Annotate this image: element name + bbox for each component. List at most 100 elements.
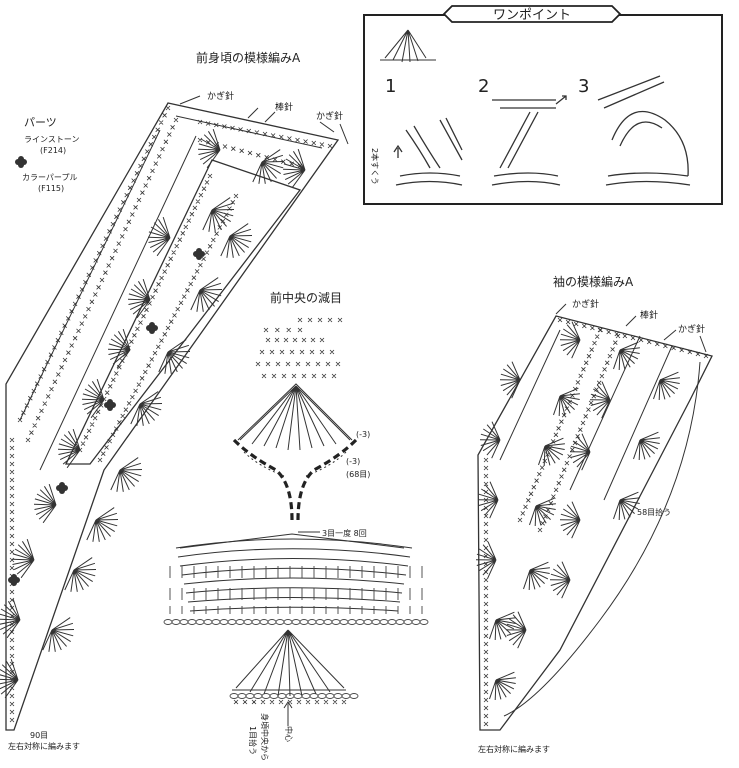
label-minus3-upper: (-3) (356, 430, 370, 439)
front-bottom-count: 90目 (30, 731, 48, 740)
single-crochet-row (197, 119, 333, 149)
step-3-number: 3 (578, 76, 589, 97)
fan-stitch-shell (549, 561, 571, 599)
single-crochet-row (517, 327, 603, 523)
stitch-post-columns (169, 566, 423, 614)
sleeve-pickup-note: 58目拾う (637, 507, 671, 517)
fan-stitch-shell (523, 561, 550, 591)
sleeve-hook-right-label: かぎ針 (678, 323, 705, 335)
parts-title: パーツ (24, 116, 57, 129)
single-crochet-row (261, 373, 337, 379)
decrease-top-lines (179, 533, 405, 549)
fan-stitch-shell (633, 431, 660, 461)
step-1-illustration (393, 117, 463, 186)
single-crochet-row (265, 337, 325, 343)
fan-stitch-shell (489, 671, 516, 701)
single-crochet-row (537, 333, 621, 533)
fan-stitch-shell (559, 501, 581, 539)
fan-stitch-shell (86, 507, 119, 542)
fan-stitch-shell (477, 481, 499, 519)
front-outer-outline (5, 102, 340, 731)
fan-stitch-shell (252, 149, 285, 184)
single-crochet-row (259, 349, 335, 355)
part-2-name: カラーパープル (22, 173, 77, 182)
sleeve-outline (477, 315, 713, 731)
decrease-row-line (181, 567, 407, 576)
fan-stitch-shell (57, 428, 81, 469)
fan-stitch-shell (81, 378, 105, 419)
center-x-rows (255, 317, 343, 379)
fan-stitch-shell (107, 328, 131, 369)
chain-row-bottom (229, 693, 359, 699)
fan-stitch-shell (110, 457, 143, 492)
step-1-number: 1 (385, 76, 396, 97)
single-crochet-row (255, 361, 341, 367)
center-bottom-fan (232, 629, 346, 697)
single-crochet-row (233, 699, 347, 705)
decrease-row-line (175, 538, 413, 549)
center-lower-rows (163, 533, 429, 705)
front-stitch-rows (9, 105, 333, 723)
front-fan-group (0, 128, 306, 699)
front-hook-right-label: かぎ針 (316, 110, 343, 122)
front-body-title: 前身頃の模様編みA (196, 50, 301, 65)
parts-legend: パーツ ラインストーン (F214) カラーパープル (F115) (15, 116, 79, 193)
fan-stitch-shell (569, 433, 591, 471)
fan-stitch-shell (130, 391, 163, 426)
fan-stitch-shell (499, 361, 521, 399)
sleeve-fan-group (475, 321, 680, 701)
single-crochet-row (483, 457, 489, 727)
fan-stitch-shell (42, 617, 75, 652)
decrease-guide-left (232, 438, 294, 521)
fan-stitch-shell (220, 223, 253, 258)
center-decrease-title: 前中央の減目 (270, 290, 342, 305)
fan-stitch-shell (553, 387, 580, 417)
sleeve-hook-left-label: かぎ針 (572, 298, 599, 310)
fan-stitch-shell (489, 611, 516, 641)
part-1-name: ラインストーン (24, 135, 79, 144)
fan-stitch-shell (559, 321, 581, 359)
label-68: (68目) (346, 470, 370, 479)
fan-stitch-shell (33, 483, 57, 524)
center-arrow (283, 701, 293, 726)
fan-stitch-shell (197, 128, 221, 169)
fan-stitch-shell (202, 197, 235, 232)
decrease-inner-guides (243, 451, 347, 477)
front-body-chart: 前身頃の模様編みA かぎ針 棒針 かぎ針 90目 左右対称に編みます (0, 50, 349, 751)
front-hook-left-label: かぎ針 (207, 90, 234, 102)
center-note-2: 1目拾う (248, 726, 258, 755)
chain-row (163, 619, 429, 625)
mini-fan-symbol (380, 29, 436, 63)
rhinestone-motif (8, 574, 20, 586)
label-minus3-lower: (-3) (346, 457, 360, 466)
fan-stitch-shell (529, 497, 556, 527)
part-2-code: (F115) (38, 184, 64, 193)
fan-stitch-shell (127, 278, 151, 319)
single-crochet-row (297, 317, 343, 323)
rhinestone-motifs (8, 248, 205, 586)
decrease-row-line (177, 548, 411, 558)
single-crochet-row (9, 437, 15, 723)
rhinestone-motif (193, 248, 205, 260)
front-knit-label: 棒針 (275, 101, 293, 113)
fan-stitch-shell (158, 339, 191, 374)
center-decrease-chart: 前中央の減目 (-3) (-3) (68目) 3目一度 8回 身頃中央から 1目… (163, 290, 429, 761)
decrease-row-line (185, 587, 403, 594)
fan-stitch-shell (0, 598, 21, 639)
step-2-number: 2 (478, 76, 489, 97)
fan-stitch-shell (479, 421, 501, 459)
front-callout-leaders (179, 95, 349, 145)
one-point-banner (442, 5, 622, 23)
one-point-panel: ワンポイント 1 2 3 2本すくう (363, 5, 723, 205)
front-bottom-note: 左右対称に編みます (8, 741, 80, 751)
sleeve-band-lines (499, 329, 673, 501)
fan-stitch-shell (282, 148, 306, 189)
step-2-illustration (491, 95, 567, 186)
sleeve-title: 袖の模様編みA (553, 274, 634, 289)
fan-stitch-shell (64, 557, 97, 592)
single-crochet-row (25, 117, 179, 443)
decrease-row-line (187, 597, 401, 603)
center-fan-diamond (237, 383, 353, 451)
front-inner-window (64, 159, 302, 465)
